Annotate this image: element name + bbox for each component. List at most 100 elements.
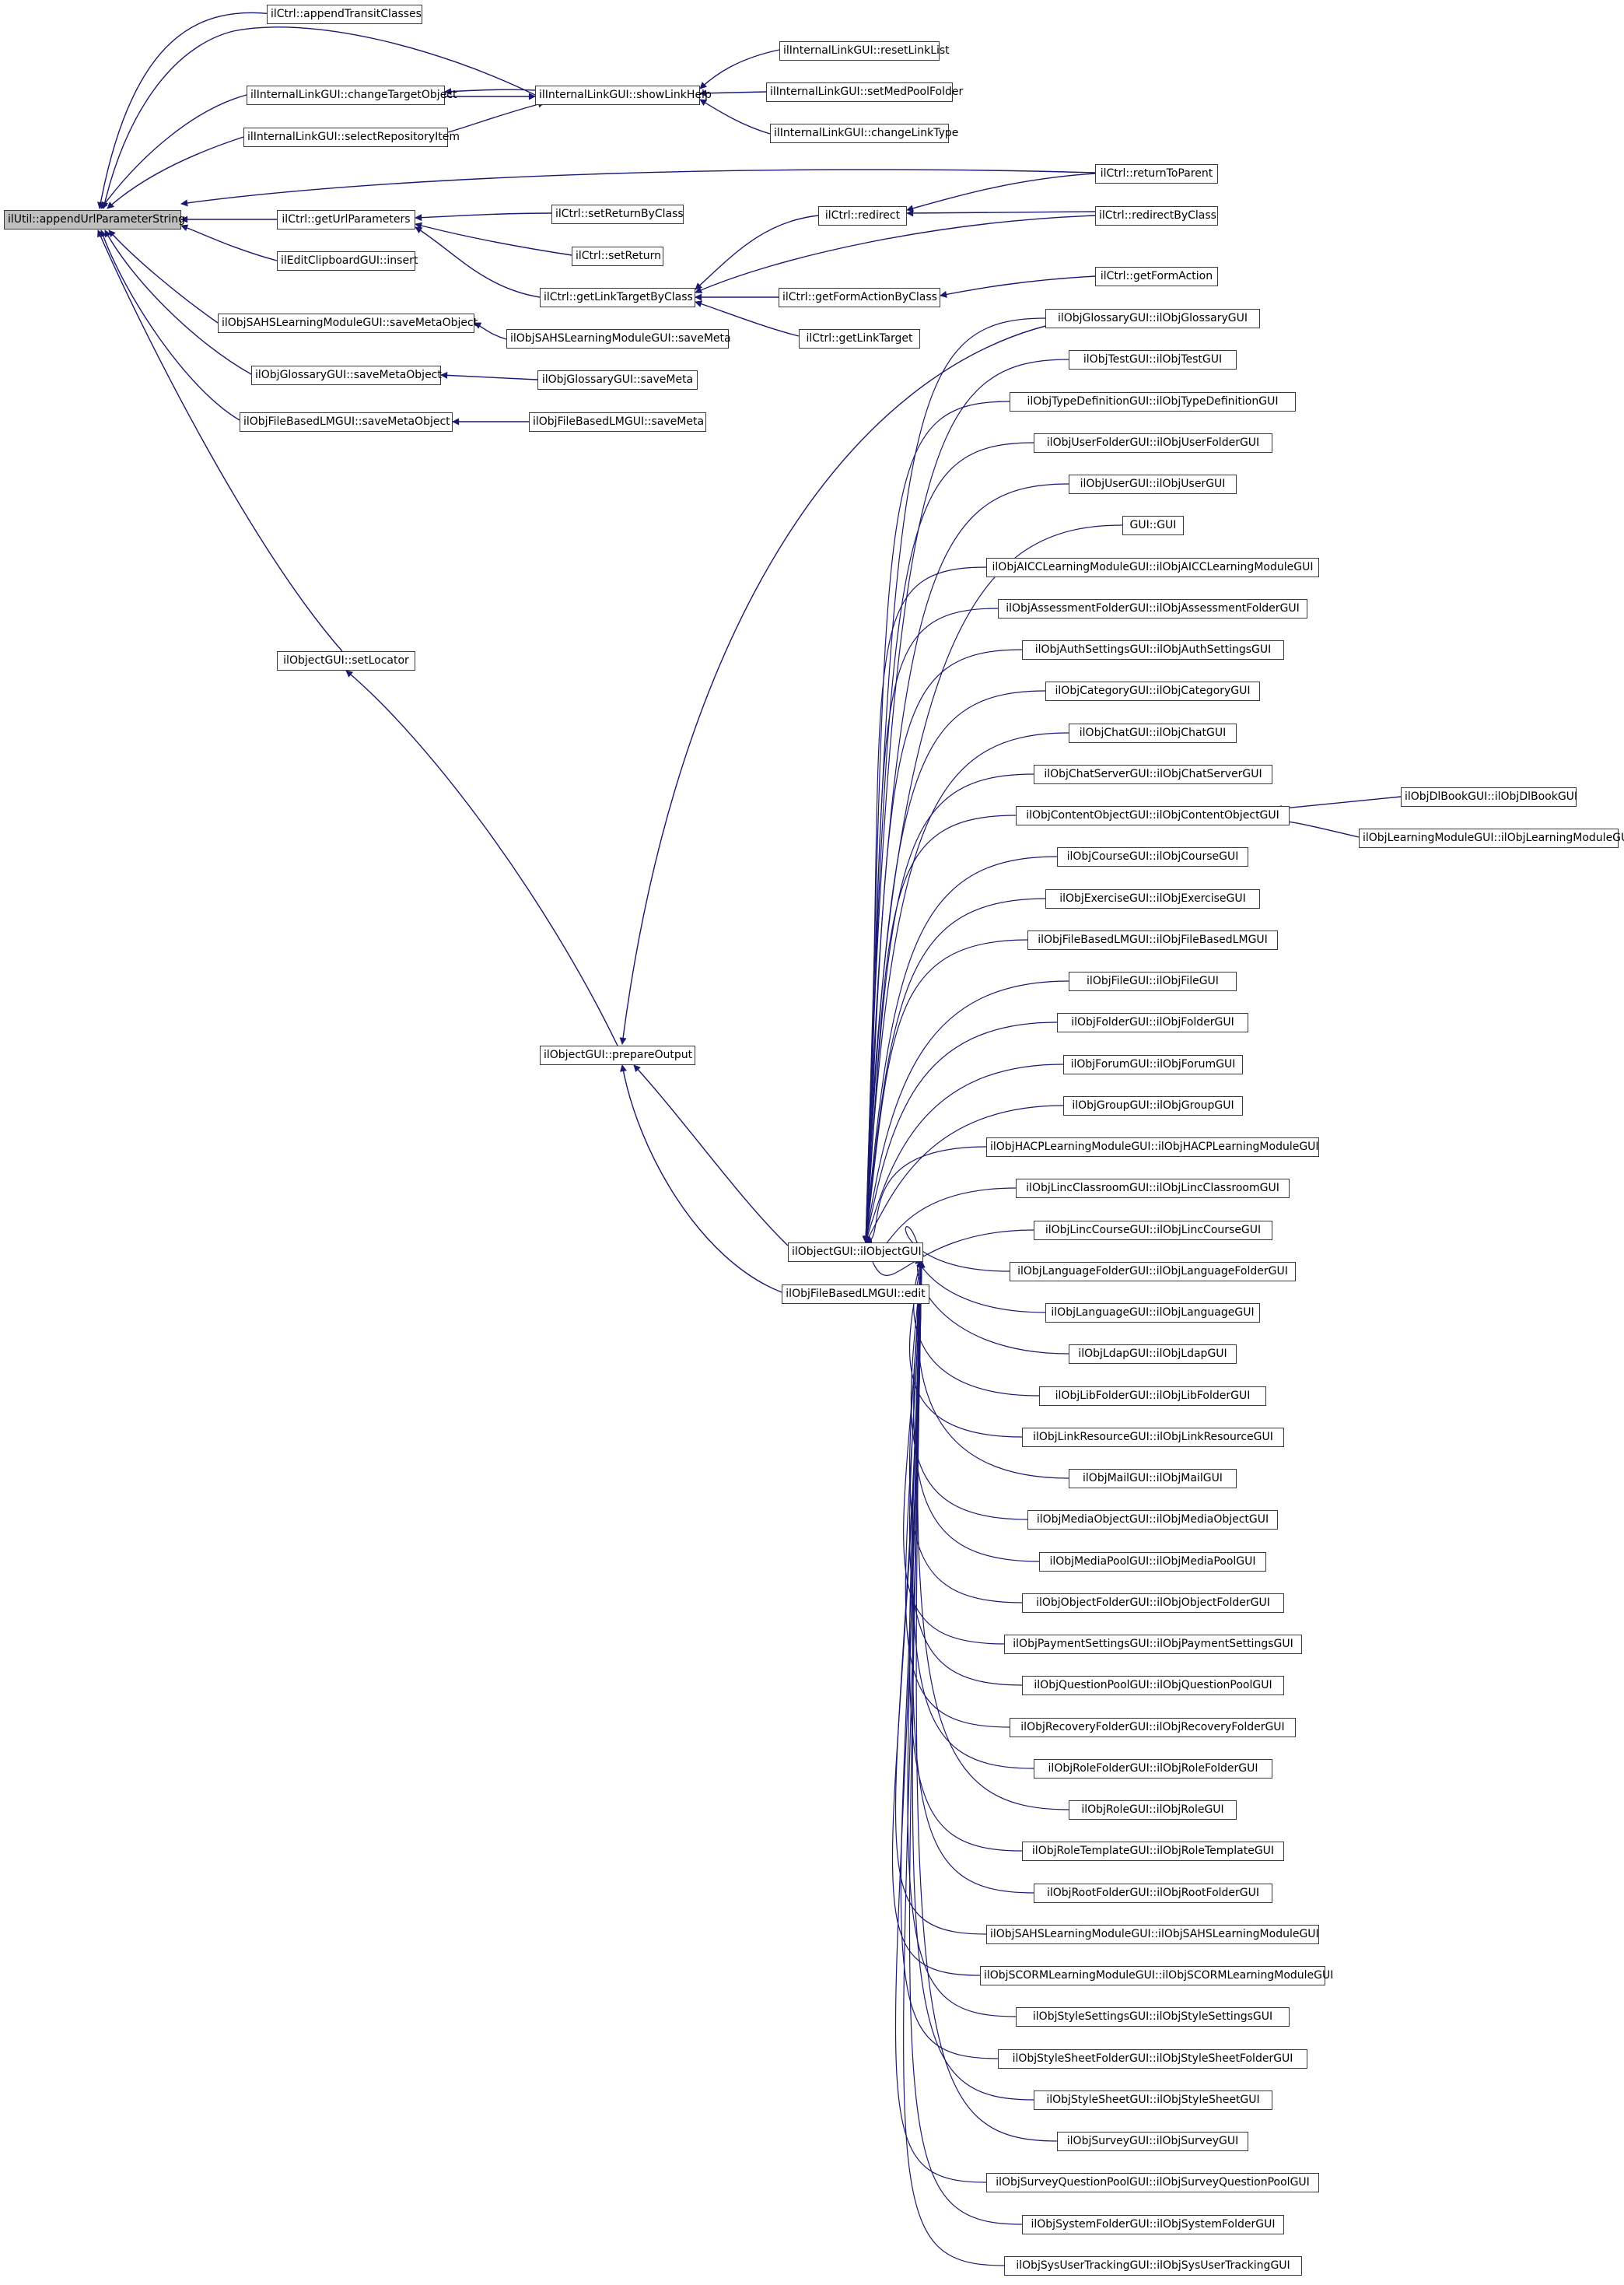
node-subclass[interactable]: ilObjFileBasedLMGUI::ilObjFileBasedLMGUI bbox=[1027, 930, 1278, 950]
node-subclass[interactable]: ilObjQuestionPoolGUI::ilObjQuestionPoolG… bbox=[1022, 1676, 1284, 1695]
inheritance-edge bbox=[862, 359, 1069, 1243]
node-subclass[interactable]: ilObjFolderGUI::ilObjFolderGUI bbox=[1057, 1013, 1248, 1032]
node-subclass[interactable]: GUI::GUI bbox=[1122, 516, 1184, 535]
node-objectgui-constructor[interactable]: ilObjectGUI::ilObjectGUI bbox=[788, 1242, 923, 1262]
node-subclass[interactable]: ilObjMailGUI::ilObjMailGUI bbox=[1069, 1469, 1237, 1488]
node-glossary-savemeta[interactable]: ilObjGlossaryGUI::saveMeta bbox=[537, 370, 698, 390]
inheritance-edge bbox=[862, 690, 1046, 1243]
node-subclass[interactable]: ilObjForumGUI::ilObjForumGUI bbox=[1063, 1055, 1243, 1074]
node-sahslm-savemeta[interactable]: ilObjSAHSLearningModuleGUI::saveMeta bbox=[506, 329, 731, 349]
node-subclass[interactable]: ilObjCategoryGUI::ilObjCategoryGUI bbox=[1045, 682, 1260, 701]
call-edge bbox=[699, 99, 771, 135]
node-filebasedlm-savemetaobject[interactable]: ilObjFileBasedLMGUI::saveMetaObject bbox=[240, 412, 453, 432]
inheritance-edge bbox=[863, 1064, 1064, 1243]
inheritance-edge bbox=[863, 898, 1046, 1243]
inheritance-edge bbox=[905, 1226, 1010, 1272]
node-subclass[interactable]: ilObjLanguageGUI::ilObjLanguageGUI bbox=[1045, 1303, 1260, 1323]
node-sahslm-savemetaobject[interactable]: ilObjSAHSLearningModuleGUI::saveMetaObje… bbox=[218, 314, 478, 333]
node-subclass[interactable]: ilObjAssessmentFolderGUI::ilObjAssessmen… bbox=[998, 599, 1307, 619]
node-internallink-changetargetobject[interactable]: ilInternalLinkGUI::changeTargetObject bbox=[247, 86, 457, 105]
node-ctrl-redirect[interactable]: ilCtrl::redirect bbox=[818, 206, 907, 226]
node-internallink-selectrepositoryitem[interactable]: ilInternalLinkGUI::selectRepositoryItem bbox=[243, 128, 460, 147]
node-internallink-showlinkhelp[interactable]: ilInternalLinkGUI::showLinkHelp bbox=[535, 86, 712, 105]
node-subclass[interactable]: ilObjRecoveryFolderGUI::ilObjRecoveryFol… bbox=[1010, 1718, 1296, 1737]
node-ctrl-setreturn[interactable]: ilCtrl::setReturn bbox=[572, 247, 663, 266]
node-subclass[interactable]: ilObjTestGUI::ilObjTestGUI bbox=[1069, 350, 1237, 370]
node-subclass[interactable]: ilObjLdapGUI::ilObjLdapGUI bbox=[1069, 1344, 1237, 1364]
node-subclass[interactable]: ilObjCourseGUI::ilObjCourseGUI bbox=[1057, 847, 1248, 867]
node-filebasedlm-savemeta[interactable]: ilObjFileBasedLMGUI::saveMeta bbox=[529, 412, 706, 432]
inheritance-edge bbox=[914, 1249, 1046, 1313]
node-subclass[interactable]: ilObjExerciseGUI::ilObjExerciseGUI bbox=[1045, 889, 1260, 909]
node-ctrl-getlinktargetbyclass[interactable]: ilCtrl::getLinkTargetByClass bbox=[540, 288, 695, 307]
node-subclass[interactable]: ilObjPaymentSettingsGUI::ilObjPaymentSet… bbox=[1004, 1635, 1302, 1654]
node-subclass[interactable]: ilObjLinkResourceGUI::ilObjLinkResourceG… bbox=[1022, 1428, 1284, 1447]
node-subclass[interactable]: ilObjLincClassroomGUI::ilObjLincClassroo… bbox=[1016, 1179, 1290, 1198]
node-subclass[interactable]: ilObjLanguageFolderGUI::ilObjLanguageFol… bbox=[1010, 1262, 1296, 1281]
node-subclass[interactable]: ilObjRoleFolderGUI::ilObjRoleFolderGUI bbox=[1034, 1759, 1272, 1779]
call-edge bbox=[415, 226, 541, 298]
node-subclass[interactable]: ilObjStyleSheetGUI::ilObjStyleSheetGUI bbox=[1034, 2090, 1272, 2110]
node-ctrl-appendtransitclasses[interactable]: ilCtrl::appendTransitClasses bbox=[267, 5, 422, 24]
node-filebasedlm-edit[interactable]: ilObjFileBasedLMGUI::edit bbox=[782, 1284, 929, 1304]
node-subclass[interactable]: ilObjRoleTemplateGUI::ilObjRoleTemplateG… bbox=[1022, 1842, 1284, 1861]
inheritance-edge bbox=[863, 815, 1017, 1243]
node-subclass[interactable]: ilObjRoleGUI::ilObjRoleGUI bbox=[1069, 1800, 1237, 1820]
node-ctrl-setreturnbyclass[interactable]: ilCtrl::setReturnByClass bbox=[551, 205, 684, 224]
node-subclass[interactable]: ilObjSystemFolderGUI::ilObjSystemFolderG… bbox=[1022, 2215, 1284, 2234]
node-internallink-setmedpoolfolder[interactable]: ilInternalLinkGUI::setMedPoolFolder bbox=[766, 82, 963, 102]
node-subclass[interactable]: ilObjGroupGUI::ilObjGroupGUI bbox=[1063, 1096, 1243, 1116]
node-subclass[interactable]: ilObjChatGUI::ilObjChatGUI bbox=[1069, 724, 1237, 743]
node-subclass[interactable]: ilObjObjectFolderGUI::ilObjObjectFolderG… bbox=[1022, 1593, 1284, 1613]
node-subclass[interactable]: ilObjMediaPoolGUI::ilObjMediaPoolGUI bbox=[1039, 1552, 1266, 1572]
call-edge bbox=[699, 49, 780, 89]
node-subclass[interactable]: ilObjHACPLearningModuleGUI::ilObjHACPLea… bbox=[986, 1137, 1319, 1157]
node-editclipboard-insert[interactable]: ilEditClipboardGUI::insert bbox=[277, 251, 418, 271]
node-subclass[interactable]: ilObjAICCLearningModuleGUI::ilObjAICCLea… bbox=[986, 558, 1319, 577]
node-learningmodule-constructor[interactable]: ilObjLearningModuleGUI::ilObjLearningMod… bbox=[1359, 829, 1624, 848]
node-subclass[interactable]: ilObjLibFolderGUI::ilObjLibFolderGUI bbox=[1039, 1386, 1266, 1406]
node-subclass[interactable]: ilObjContentObjectGUI::ilObjContentObjec… bbox=[1016, 806, 1290, 825]
call-edge bbox=[440, 371, 538, 380]
node-subclass[interactable]: ilObjLincCourseGUI::ilObjLincCourseGUI bbox=[1034, 1221, 1272, 1240]
node-objectgui-setlocator[interactable]: ilObjectGUI::setLocator bbox=[277, 651, 415, 671]
inheritance-edge bbox=[903, 1260, 1005, 1645]
node-subclass[interactable]: ilObjSCORMLearningModuleGUI::ilObjSCORML… bbox=[980, 1966, 1333, 1985]
node-subclass[interactable]: ilObjTypeDefinitionGUI::ilObjTypeDefinit… bbox=[1010, 392, 1296, 412]
node-subclass[interactable]: ilObjSurveyGUI::ilObjSurveyGUI bbox=[1057, 2132, 1248, 2151]
call-edge bbox=[100, 94, 247, 209]
node-subclass[interactable]: ilObjUserFolderGUI::ilObjUserFolderGUI bbox=[1034, 433, 1272, 453]
node-subclass[interactable]: ilObjSysUserTrackingGUI::ilObjSysUserTra… bbox=[1004, 2256, 1302, 2276]
node-subclass[interactable]: ilObjMediaObjectGUI::ilObjMediaObjectGUI bbox=[1027, 1510, 1278, 1530]
node-subclass[interactable]: ilObjRootFolderGUI::ilObjRootFolderGUI bbox=[1034, 1884, 1272, 1903]
node-subclass[interactable]: ilObjSAHSLearningModuleGUI::ilObjSAHSLea… bbox=[986, 1925, 1319, 1944]
node-subclass[interactable]: ilObjChatServerGUI::ilObjChatServerGUI bbox=[1034, 765, 1272, 784]
node-subclass[interactable]: ilObjGlossaryGUI::ilObjGlossaryGUI bbox=[1045, 309, 1260, 328]
node-ctrl-getformaction[interactable]: ilCtrl::getFormAction bbox=[1095, 267, 1218, 286]
inheritance-edge bbox=[862, 608, 999, 1243]
node-subclass[interactable]: ilObjUserGUI::ilObjUserGUI bbox=[1069, 475, 1237, 494]
inheritance-edge bbox=[894, 1260, 987, 1935]
inheritance-edge bbox=[862, 483, 1069, 1243]
call-edge bbox=[101, 26, 536, 209]
call-edge bbox=[415, 212, 552, 222]
node-internallink-changelinktype[interactable]: ilInternalLinkGUI::changeLinkType bbox=[770, 124, 958, 143]
node-subclass[interactable]: ilObjStyleSettingsGUI::ilObjStyleSetting… bbox=[1016, 2007, 1290, 2027]
node-internallink-resetlinklist[interactable]: ilInternalLinkGUI::resetLinkList bbox=[779, 41, 950, 61]
node-glossary-savemetaobject[interactable]: ilObjGlossaryGUI::saveMetaObject bbox=[251, 366, 442, 385]
node-ctrl-geturlparameters[interactable]: ilCtrl::getUrlParameters bbox=[277, 210, 415, 230]
inheritance-edge bbox=[863, 773, 1034, 1243]
inheritance-edge bbox=[864, 1229, 1034, 1276]
node-dlbook-constructor[interactable]: ilObjDlBookGUI::ilObjDlBookGUI bbox=[1401, 787, 1577, 807]
call-edge bbox=[695, 215, 819, 290]
node-subclass[interactable]: ilObjStyleSheetFolderGUI::ilObjStyleShee… bbox=[998, 2049, 1307, 2069]
node-ctrl-returntoparent[interactable]: ilCtrl::returnToParent bbox=[1095, 164, 1218, 184]
node-objectgui-prepareoutput[interactable]: ilObjectGUI::prepareOutput bbox=[540, 1046, 695, 1065]
node-subclass[interactable]: ilObjAuthSettingsGUI::ilObjAuthSettingsG… bbox=[1022, 640, 1284, 660]
node-subclass[interactable]: ilObjFileGUI::ilObjFileGUI bbox=[1069, 972, 1237, 991]
node-subclass[interactable]: ilObjSurveyQuestionPoolGUI::ilObjSurveyQ… bbox=[986, 2173, 1319, 2192]
node-root-appendurlparameterstring[interactable]: ilUtil::appendUrlParameterString bbox=[4, 210, 185, 230]
node-ctrl-getformactionbyclass[interactable]: ilCtrl::getFormActionByClass bbox=[779, 288, 940, 307]
node-ctrl-redirectbyclass[interactable]: ilCtrl::redirectByClass bbox=[1095, 206, 1218, 226]
node-ctrl-getlinktarget[interactable]: ilCtrl::getLinkTarget bbox=[799, 329, 920, 349]
